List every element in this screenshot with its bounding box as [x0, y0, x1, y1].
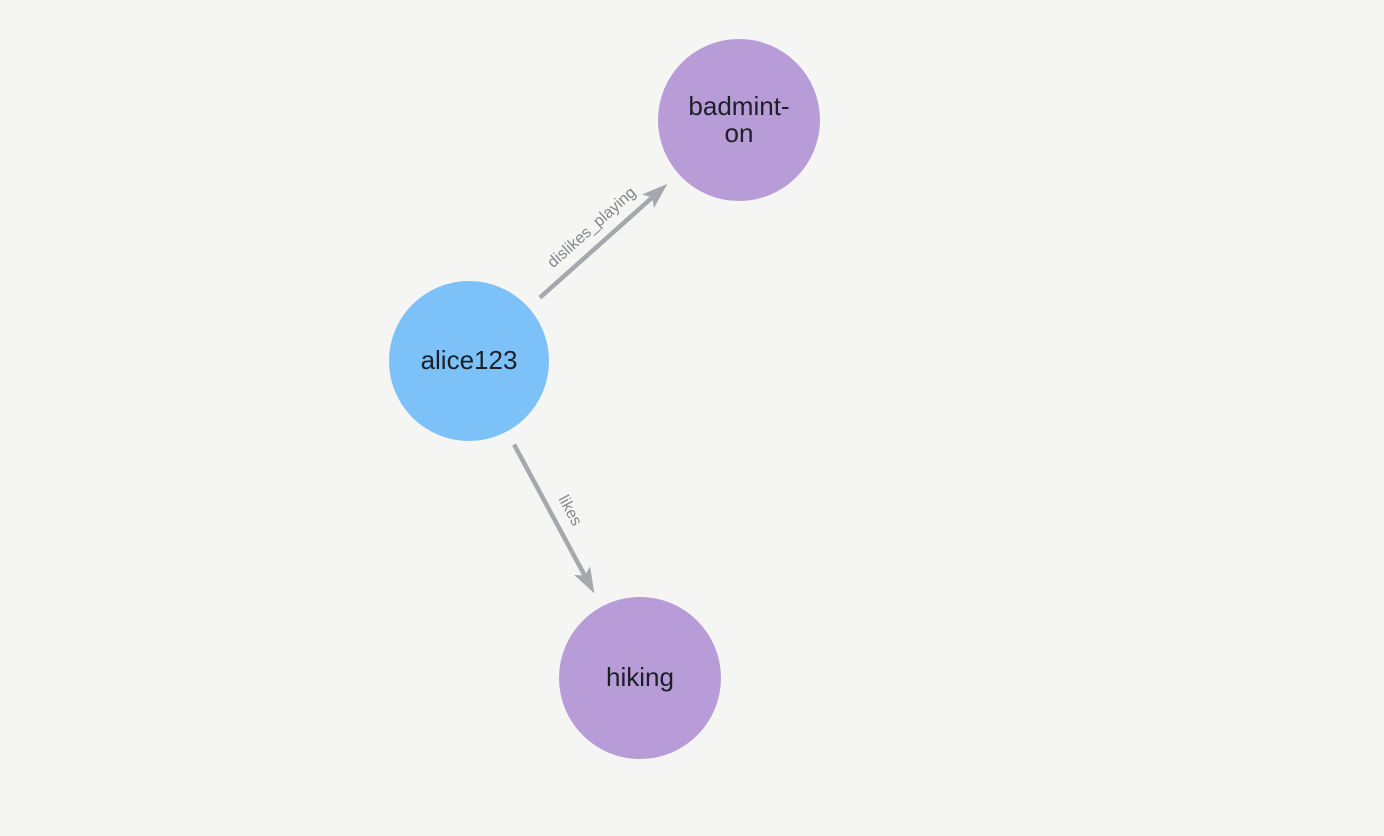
node-label: alice123 — [389, 345, 549, 376]
edge-likes[interactable]: likes — [512, 443, 595, 594]
graph-node-alice123[interactable]: alice123 — [389, 281, 549, 441]
arrow-head-icon[interactable] — [641, 183, 668, 208]
node-label: hiking — [559, 662, 721, 693]
node-label: badmint-on — [658, 90, 820, 148]
node-label-line: hiking — [606, 662, 674, 693]
edge-dislikes-playing[interactable]: dislikes_playing — [538, 183, 668, 300]
graph-node-hiking[interactable]: hiking — [559, 597, 721, 759]
edge-label: dislikes_playing — [545, 184, 640, 271]
arrow-head-icon[interactable] — [574, 566, 595, 594]
node-label-line: on — [724, 118, 754, 148]
edge-line[interactable] — [512, 443, 587, 577]
node-label-line: badmint- — [688, 90, 790, 121]
node-label-line: alice123 — [420, 345, 518, 376]
edge-line[interactable] — [538, 195, 654, 300]
graph-node-badminton[interactable]: badmint-on — [658, 39, 820, 201]
